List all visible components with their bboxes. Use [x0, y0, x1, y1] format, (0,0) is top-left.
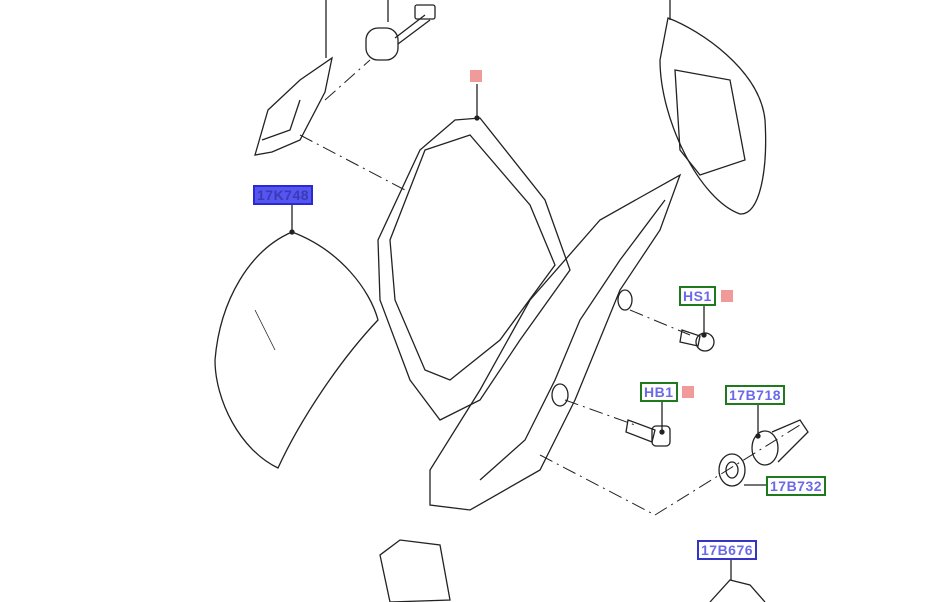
part-mirror-housing	[377, 117, 571, 421]
marker-hb1	[682, 386, 694, 398]
part-cap-cover	[254, 56, 333, 156]
part-mirror-base	[429, 173, 682, 511]
marker-hs1	[721, 290, 733, 302]
label-17B718[interactable]: 17B718	[725, 385, 786, 405]
marker-housing	[470, 70, 482, 82]
leader-lines	[291, 0, 766, 580]
part-glass-backing	[659, 17, 767, 215]
part-17b676	[709, 579, 766, 602]
label-17K748[interactable]: 17K748	[253, 185, 314, 205]
part-mirror-glass	[214, 231, 379, 469]
part-washer-17b732	[718, 453, 746, 487]
part-lamp	[379, 539, 451, 602]
part-bolt-hb1	[625, 419, 671, 447]
label-17B676[interactable]: 17B676	[697, 540, 758, 560]
label-17B732[interactable]: 17B732	[766, 476, 827, 496]
part-grommet-17b718	[751, 419, 809, 466]
label-HB1[interactable]: HB1	[640, 382, 678, 402]
assembly-axis-lines	[299, 59, 801, 516]
part-motor	[365, 27, 399, 61]
label-HS1[interactable]: HS1	[679, 286, 716, 306]
